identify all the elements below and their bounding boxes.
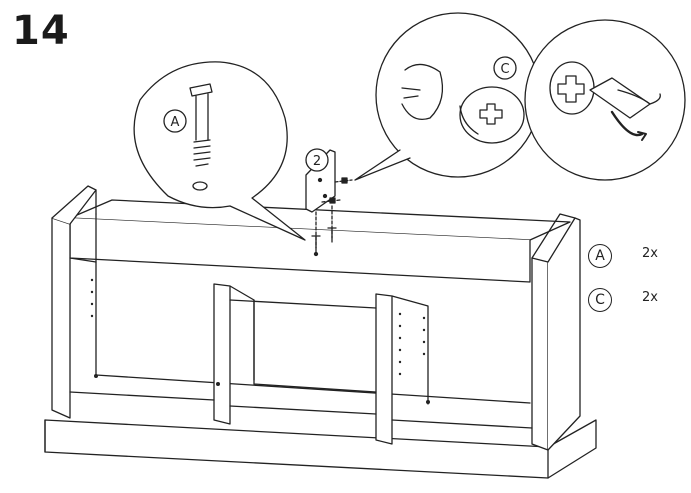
part-c-callout-label: C (500, 62, 509, 77)
connector-plate (305, 149, 353, 257)
part-label: C (588, 288, 612, 312)
part-quantity: 2x (642, 246, 658, 261)
sub-step-badge (305, 148, 329, 172)
shelf-unit (44, 185, 597, 479)
callout-part-c (354, 12, 541, 181)
part-row-c: C 2x (588, 284, 688, 328)
part-a-badge (163, 109, 187, 133)
part-c-badge (493, 56, 517, 80)
sub-step-label: 2 (313, 154, 321, 169)
callout-part-a (133, 61, 306, 241)
part-label: A (588, 244, 612, 268)
step-number: 14 (12, 8, 70, 54)
part-quantity: 2x (642, 290, 658, 305)
callout-screwdriver (524, 19, 686, 181)
parts-list: A 2x C 2x (588, 240, 688, 328)
part-a-callout-label: A (171, 115, 180, 130)
part-row-a: A 2x (588, 240, 688, 284)
